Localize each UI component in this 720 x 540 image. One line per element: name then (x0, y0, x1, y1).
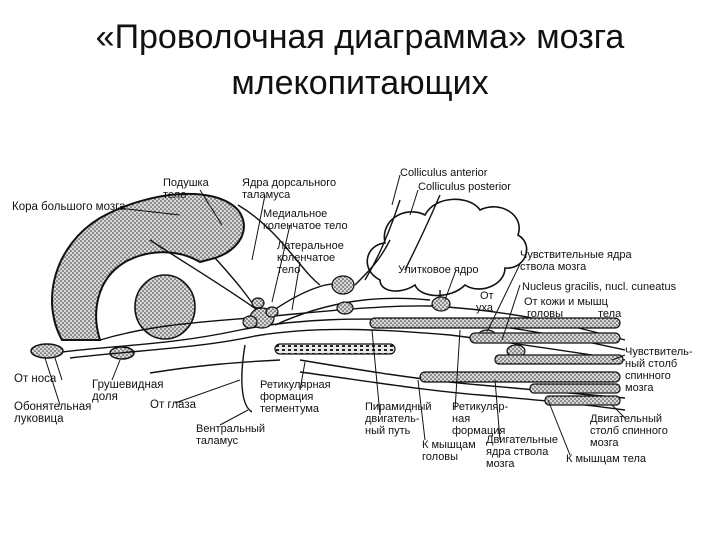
label-to-head-muscles-1: К мышцам (422, 439, 476, 451)
label-motor-column-3: мозга (590, 437, 619, 449)
label-colliculus-anterior: Colliculus anterior (400, 167, 488, 179)
slide-title: «Проволочная диаграмма» мозга млекопитаю… (0, 14, 720, 106)
label-from-ear-2: уха (476, 302, 494, 314)
label-sensory-column-2: ный столб (625, 358, 677, 370)
label-pulvinar-2: тело (163, 189, 186, 201)
title-line-1: «Проволочная диаграмма» мозга (95, 18, 625, 56)
label-pulvinar-1: Подушка (163, 177, 210, 189)
label-colliculus-posterior: Colliculus posterior (418, 181, 511, 193)
thalamus-shape (134, 274, 196, 340)
label-piriform-1: Грушевидная (92, 379, 163, 391)
label-sensory-column-1: Чувствитель- (625, 346, 693, 358)
label-reticular-tegmentum-3: тегментума (260, 403, 320, 415)
label-pyramidal-1: Пирамидный (365, 401, 432, 413)
label-motor-nuclei-1: Двигательные (486, 434, 558, 446)
label-from-skin-3: тела (598, 308, 622, 320)
label-motor-column-1: Двигательный (590, 413, 662, 425)
diagram-labels: Кора большого мозга Подушка тело Ядра до… (12, 167, 693, 470)
label-motor-column-2: столб спинного (590, 425, 668, 437)
spinal-columns (274, 317, 624, 406)
label-sensory-column-4: мозга (625, 382, 654, 394)
label-pyramidal-3: ный путь (365, 425, 411, 437)
colliculus-shape (366, 198, 528, 297)
label-from-ear-1: От (480, 290, 494, 302)
label-reticular-formation-2: ная (452, 413, 470, 425)
label-piriform-2: доля (92, 391, 118, 403)
label-reticular-formation-1: Ретикуляр- (452, 401, 508, 413)
label-lateral-geniculate-1: Латеральное (277, 240, 344, 252)
label-ventral-thalamus-2: таламус (196, 435, 239, 447)
label-motor-nuclei-3: мозга (486, 458, 515, 470)
label-medial-geniculate-1: Медиальное (263, 208, 327, 220)
label-nucleus-gracilis: Nucleus gracilis, nucl. cuneatus (522, 281, 677, 293)
label-reticular-formation-3: формация (452, 425, 505, 437)
label-to-head-muscles-2: головы (422, 451, 458, 463)
label-olfactory-bulb-2: луковица (14, 413, 64, 425)
label-sensory-column-3: спинного (625, 370, 671, 382)
label-from-eye: От глаза (150, 399, 197, 411)
label-sensory-nuclei-1: Чувствительные ядра (520, 249, 633, 261)
label-lateral-geniculate-3: тело (277, 264, 300, 276)
label-from-skin-2: головы (527, 308, 563, 320)
label-medial-geniculate-2: коленчатое тело (263, 220, 348, 232)
label-to-body-muscles: К мышцам тела (566, 453, 647, 465)
label-from-nose: От носа (14, 373, 57, 385)
pointer-lines (44, 174, 626, 456)
title-line-2: млекопитающих (231, 64, 489, 102)
label-dorsal-thalamus-2: таламуса (242, 189, 291, 201)
label-pyramidal-2: двигатель- (365, 413, 420, 425)
label-dorsal-thalamus-1: Ядра дорсального (242, 177, 336, 189)
label-motor-nuclei-2: ядра ствола (486, 446, 549, 458)
label-reticular-tegmentum-1: Ретикулярная (260, 379, 331, 391)
cerebral-cortex-shape (50, 192, 245, 341)
label-sensory-nuclei-2: ствола мозга (520, 261, 587, 273)
label-reticular-tegmentum-2: формация (260, 391, 313, 403)
olfactory-bulb-shape (30, 343, 64, 359)
label-cochlear-nucleus: Улитковое ядро (398, 264, 479, 276)
label-olfactory-bulb-1: Обонятельная (14, 401, 91, 413)
label-from-skin-1: От кожи и мышц (524, 296, 609, 308)
label-lateral-geniculate-2: коленчатое (277, 252, 335, 264)
label-cortex: Кора большого мозга (12, 201, 126, 213)
label-ventral-thalamus-1: Вентральный (196, 423, 265, 435)
